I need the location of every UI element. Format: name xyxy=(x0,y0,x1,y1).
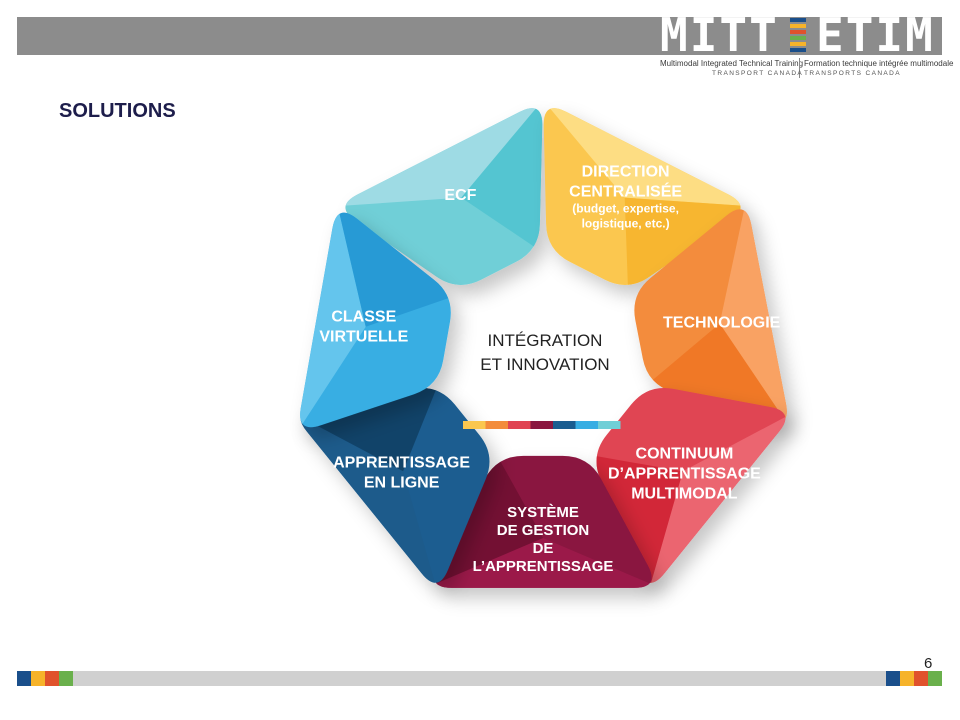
segment-technologie-label-line: TECHNOLOGIE xyxy=(663,314,781,331)
logo-word-etim: ETIM xyxy=(816,8,935,62)
color-strip-segment xyxy=(575,421,598,429)
segment-ecf-facet-dark xyxy=(461,108,543,251)
slide-title: SOLUTIONS xyxy=(59,100,176,122)
footer-color-square xyxy=(914,671,928,686)
segment-continuum-label-line: D’APPRENTISSAGE xyxy=(608,466,761,483)
segment-direction-facet-light xyxy=(543,108,741,207)
segment-systeme-label-line: SYSTÈME xyxy=(507,504,579,521)
footer-color-square xyxy=(17,671,31,686)
segment-classe-facet-light xyxy=(300,212,366,428)
footer-color-square xyxy=(31,671,45,686)
segments-layer xyxy=(300,108,787,588)
footer-color-square xyxy=(928,671,942,686)
footer-color-square xyxy=(900,671,914,686)
segment-systeme-facet-light xyxy=(434,538,652,588)
segment-systeme-label-line: DE GESTION xyxy=(497,522,590,539)
color-strip-segment xyxy=(463,421,486,429)
footer-color-square xyxy=(45,671,59,686)
color-strip-segment xyxy=(485,421,508,429)
segment-continuum-label-line: MULTIMODAL xyxy=(631,486,738,503)
center-text-line2: ET INNOVATION xyxy=(480,355,609,374)
segment-direction-label-line: DIRECTION xyxy=(582,163,670,180)
segment-systeme-label-line: L’APPRENTISSAGE xyxy=(473,558,614,575)
color-strip-segment xyxy=(508,421,531,429)
logo-subtitle-fr: Formation technique intégrée multimodale xyxy=(804,59,954,68)
segment-ecf-label-line: ECF xyxy=(444,187,476,204)
page-number: 6 xyxy=(924,655,933,672)
center-text-line1: INTÉGRATION xyxy=(488,331,603,350)
segment-apprentissage-label-line: EN LIGNE xyxy=(364,475,440,492)
segment-apprentissage-label-line: APPRENTISSAGE xyxy=(333,455,470,472)
bottom-bar xyxy=(17,671,942,686)
color-strip-segment xyxy=(553,421,576,429)
color-strip-segment xyxy=(598,421,621,429)
logo-subtitle-en: Multimodal Integrated Technical Training xyxy=(660,59,804,68)
segment-direction-sublabel-line: logistique, etc.) xyxy=(582,216,670,230)
segment-classe xyxy=(300,212,451,428)
segment-systeme xyxy=(434,455,652,588)
center-color-strip xyxy=(463,421,621,429)
logo-org-fr: TRANSPORTS CANADA xyxy=(804,70,901,77)
mitt-etim-logo: MITT ETIM Multimodal Integrated Technica… xyxy=(656,8,953,80)
segment-direction-sublabel-line: (budget, expertise, xyxy=(572,201,679,215)
segment-continuum-label-line: CONTINUUM xyxy=(636,446,734,463)
segment-classe-label-line: CLASSE xyxy=(331,308,396,325)
logo-org-en: TRANSPORT CANADA xyxy=(712,70,804,77)
segment-classe-facet-dark xyxy=(336,212,451,327)
segment-continuum-facet-dark xyxy=(596,455,683,583)
segment-technologie-facet-dark xyxy=(647,323,787,424)
logo-divider xyxy=(799,58,800,78)
logo-color-bars xyxy=(790,18,806,58)
segment-direction-label-line: CENTRALISÉE xyxy=(569,181,682,200)
segment-technologie-facet-light xyxy=(719,209,787,424)
segment-technologie xyxy=(634,209,787,424)
logo-word-mitt: MITT xyxy=(660,8,779,62)
segment-systeme-label-line: DE xyxy=(533,540,554,557)
segment-ecf xyxy=(345,108,543,285)
top-banner-bar xyxy=(17,17,942,55)
segment-classe-label-line: VIRTUELLE xyxy=(319,328,408,345)
footer-color-square xyxy=(886,671,900,686)
footer-color-square xyxy=(59,671,73,686)
color-strip-segment xyxy=(530,421,553,429)
segment-systeme-facet-dark xyxy=(434,455,543,588)
segment-ecf-facet-light xyxy=(345,108,543,207)
